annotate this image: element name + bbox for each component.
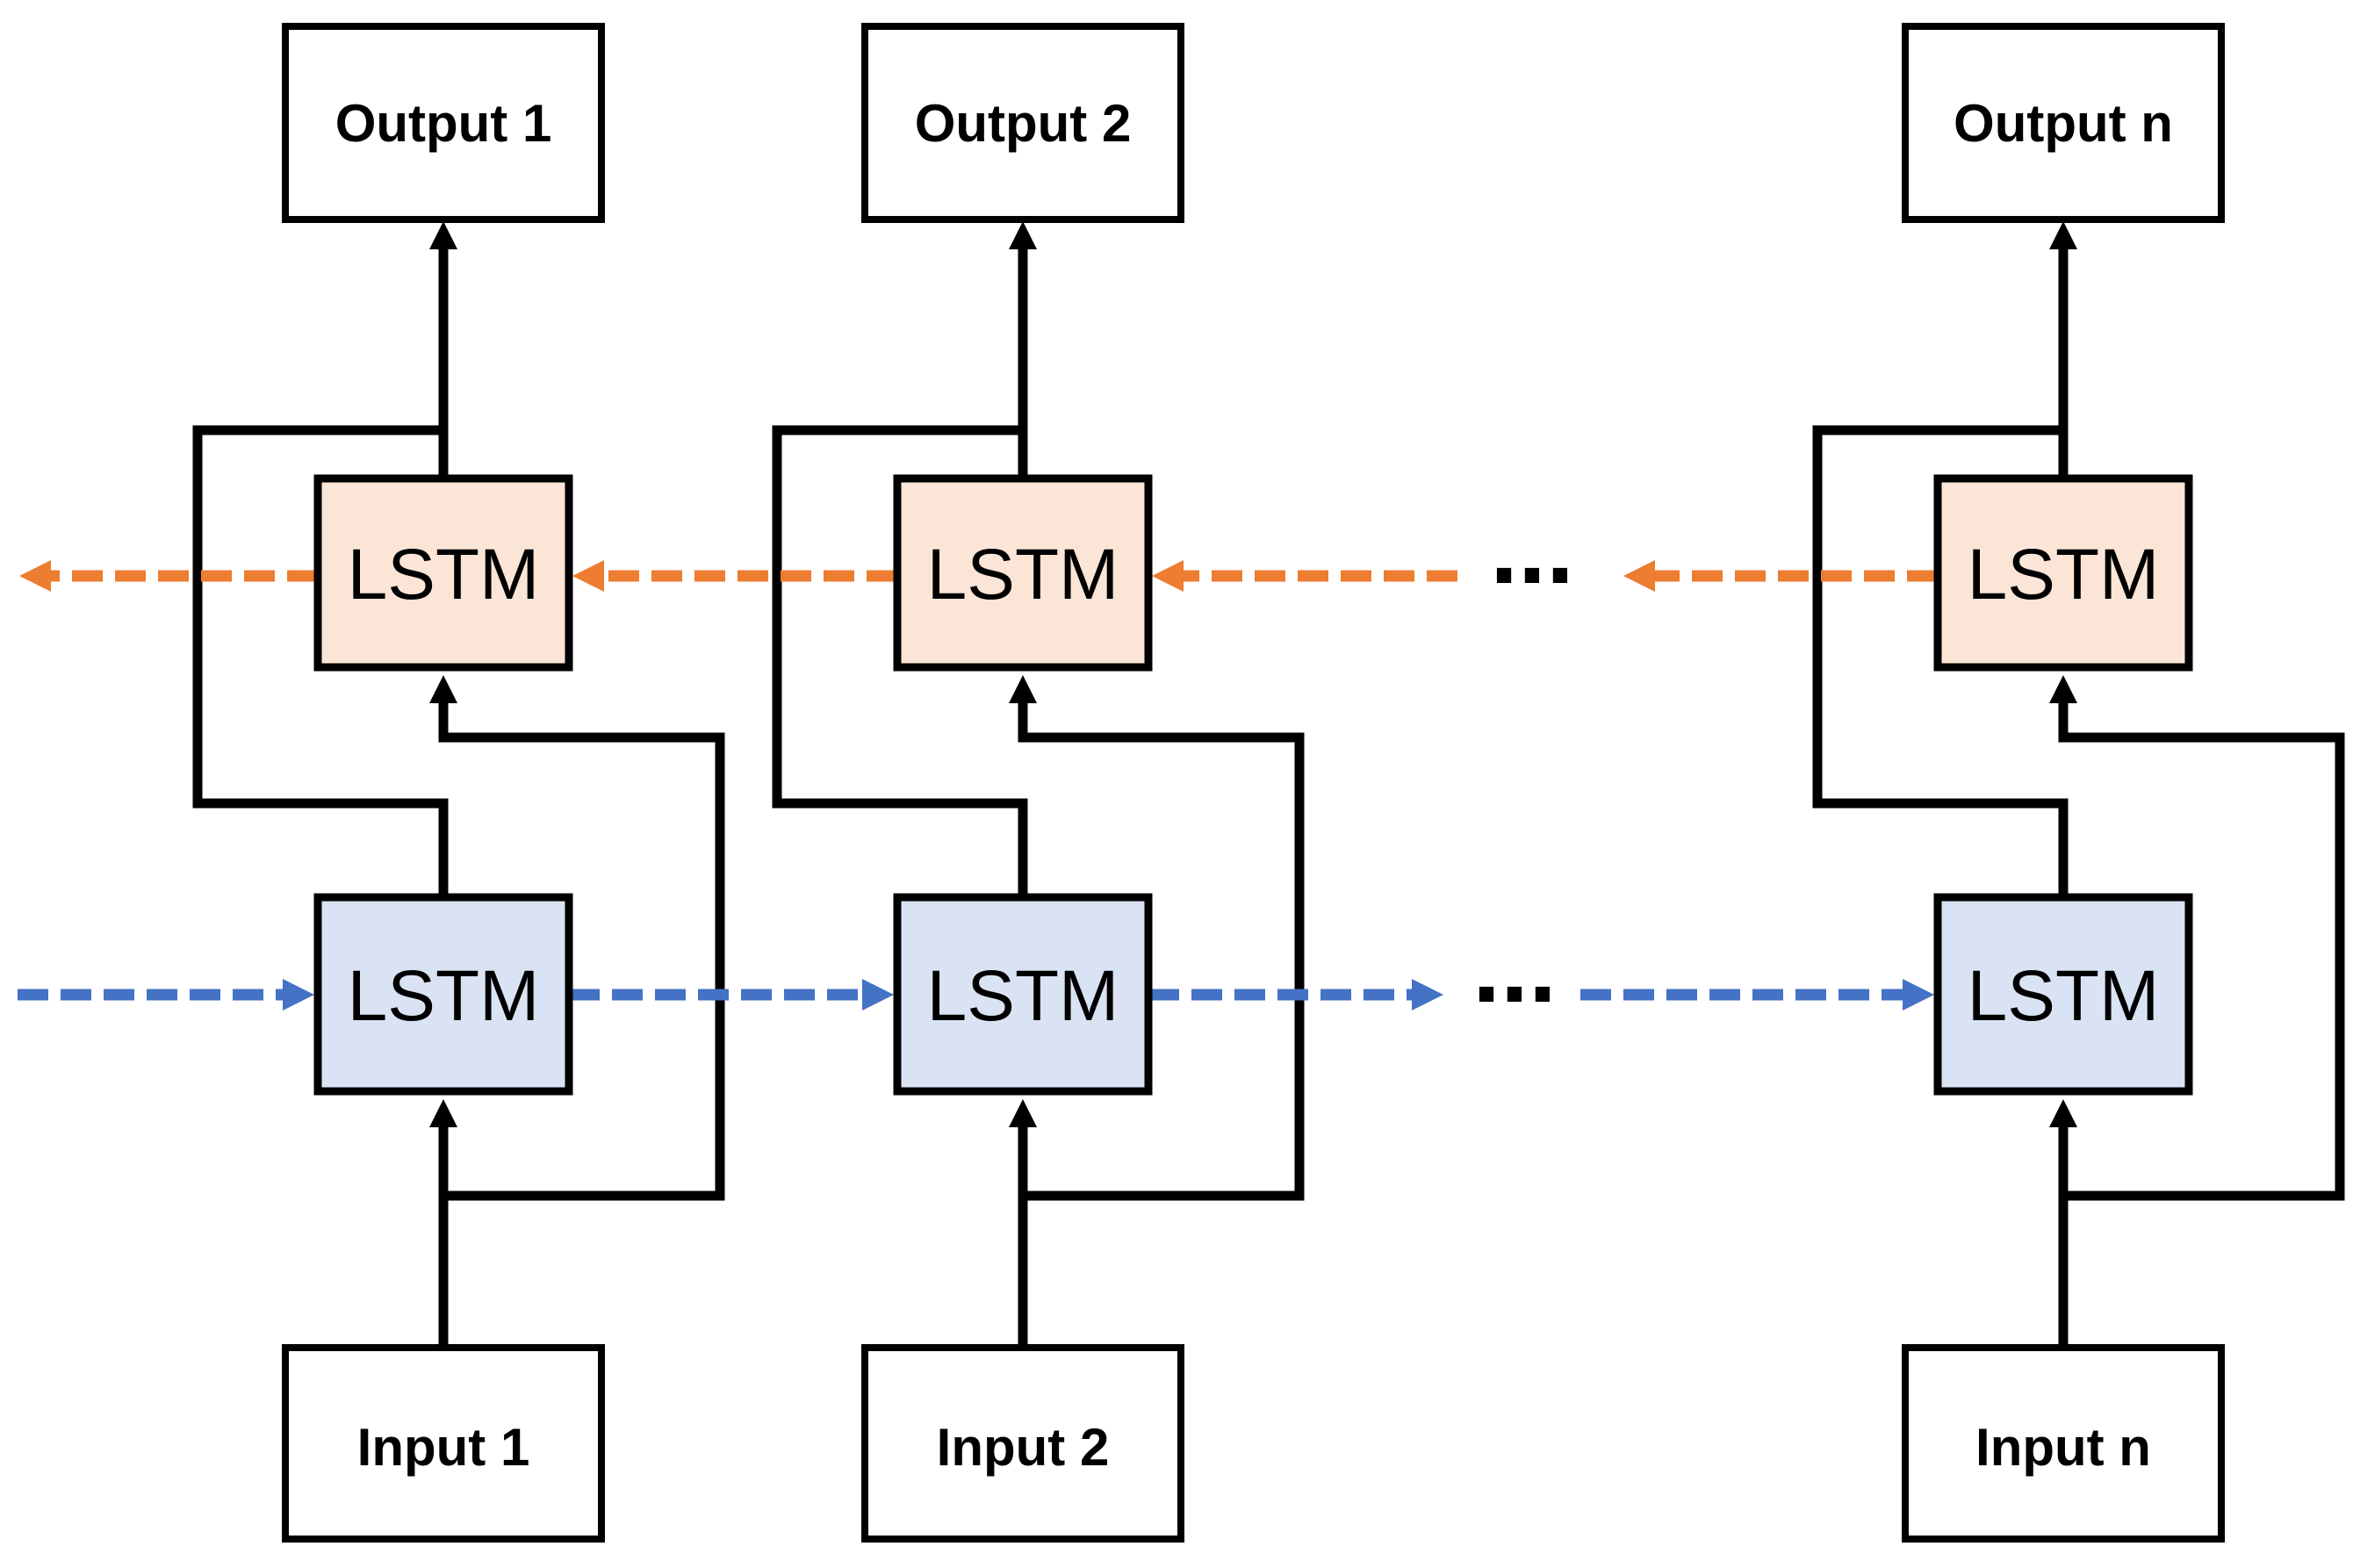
- output-box-n: [1902, 23, 2225, 223]
- wire-input-to-backward-lstm-2: [1009, 675, 1305, 1201]
- forward-lstm-box-2: [893, 893, 1153, 1096]
- timestep-column-n: Output n LSTM LSTM Input n: [1902, 23, 2225, 1543]
- forward-lstm-box-n: [1933, 893, 2193, 1096]
- wires-timestep-n: [1812, 221, 2345, 1348]
- backward-row-ellipsis: ...: [1490, 493, 1574, 605]
- wire-forward-lstm-to-output-n: [1812, 425, 2069, 897]
- input-box-n: [1902, 1344, 2225, 1543]
- input-label-n: Input n: [1975, 1418, 2151, 1477]
- forward-lstm-label-2: LSTM: [927, 956, 1119, 1036]
- output-label-n: Output n: [1954, 94, 2173, 153]
- output-label-1: Output 1: [335, 94, 552, 153]
- input-box-1: [282, 1344, 605, 1543]
- forward-lstm-label-n: LSTM: [1968, 956, 2160, 1036]
- wires-timestep-2: [772, 221, 1305, 1348]
- backward-lstm-label-1: LSTM: [348, 535, 540, 615]
- timestep-column-2: Output 2 LSTM LSTM Input 2: [861, 23, 1184, 1543]
- output-box-1: [282, 23, 605, 223]
- wire-forward-lstm-to-output-1: [192, 425, 449, 897]
- input-box-2: [861, 1344, 1184, 1543]
- wire-input-to-backward-lstm-1: [429, 675, 725, 1201]
- wires-timestep-1: [192, 221, 725, 1348]
- wire-forward-lstm-to-output-2: [772, 425, 1028, 897]
- forward-lstm-label-1: LSTM: [348, 956, 540, 1036]
- timestep-column-1: Output 1 LSTM LSTM Input 1: [282, 23, 605, 1543]
- backward-lstm-box-1: [313, 474, 573, 672]
- backward-lstm-label-2: LSTM: [927, 535, 1119, 615]
- output-box-2: [861, 23, 1184, 223]
- backward-lstm-label-n: LSTM: [1968, 535, 2160, 615]
- forward-lstm-box-1: [313, 893, 573, 1096]
- backward-lstm-box-2: [893, 474, 1153, 672]
- input-label-2: Input 2: [937, 1418, 1110, 1477]
- output-label-2: Output 2: [915, 94, 1132, 153]
- backward-lstm-box-n: [1933, 474, 2193, 672]
- wire-input-to-backward-lstm-n: [2049, 675, 2345, 1201]
- input-label-1: Input 1: [357, 1418, 530, 1477]
- forward-row-ellipsis: ...: [1472, 911, 1557, 1024]
